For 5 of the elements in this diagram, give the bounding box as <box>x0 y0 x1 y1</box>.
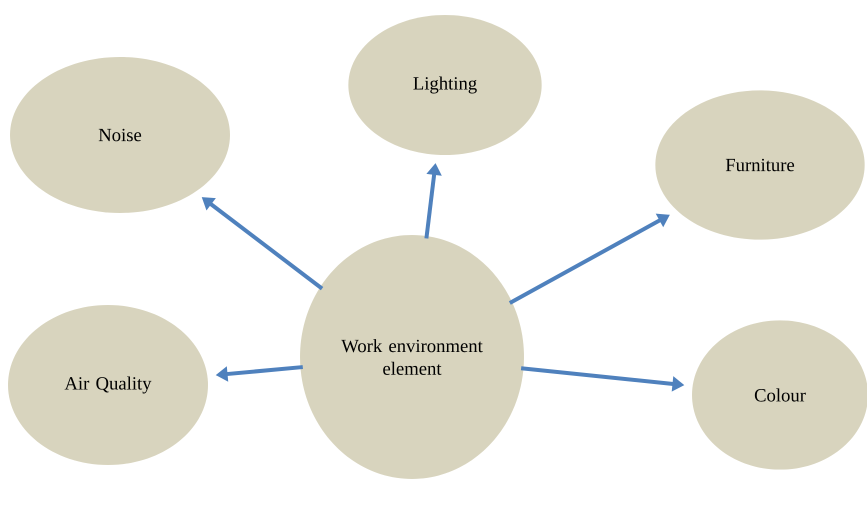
circle-node: Lighting <box>348 15 542 155</box>
circle-node: Work environment element <box>300 235 524 479</box>
circle-node: Noise <box>10 57 230 213</box>
circle-node: Air Quality <box>8 305 208 465</box>
circle-node: Furniture <box>655 90 865 240</box>
